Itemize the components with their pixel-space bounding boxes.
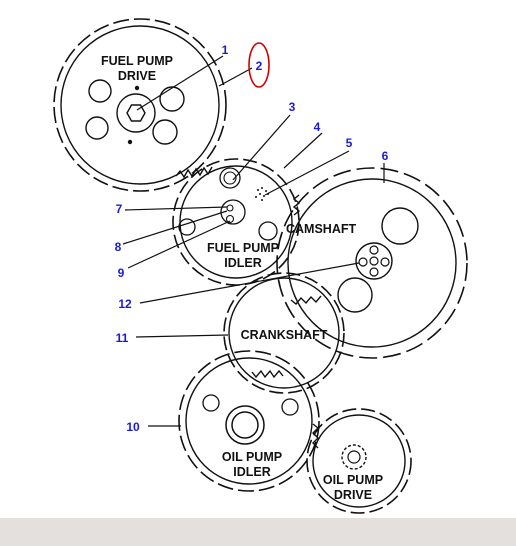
crankshaft-label: CRANKSHAFT [241,328,328,342]
fuel-pump-idler-label-line1: FUEL PUMP [207,241,279,255]
callout-11: 11 [116,331,129,345]
callout-12: 12 [118,297,132,311]
oil-pump-idler-gear: OIL PUMP IDLER [178,350,320,492]
gear-train-diagram: FUEL PUMP DRIVE FUEL PUMP IDLER CAMSHAFT [53,18,468,514]
oil-pump-drive-gear: OIL PUMP DRIVE [306,408,412,514]
callout-2-highlight [248,42,270,88]
bottom-status-bar [0,518,516,546]
callout-9: 9 [118,266,125,280]
callout-1: 1 [222,43,229,57]
callout-10: 10 [126,420,140,434]
oil-pump-drive-label-line2: DRIVE [334,488,372,502]
oil-pump-idler-label-line2: IDLER [233,465,271,479]
camshaft-gear: CAMSHAFT [276,167,468,359]
crankshaft-gear: CRANKSHAFT [223,272,345,394]
callout-3: 3 [289,100,296,114]
fuel-pump-idler-label-line2: IDLER [224,256,262,270]
camshaft-label: CAMSHAFT [286,222,356,236]
callout-7: 7 [116,202,123,216]
callout-numbers: 1 2 3 4 5 6 7 8 9 10 11 12 [115,43,389,434]
callout-4: 4 [314,120,321,134]
callout-6: 6 [382,149,389,163]
fuel-pump-idler-gear: FUEL PUMP IDLER [172,158,300,286]
gear-mesh-teeth [175,166,322,449]
callout-8: 8 [115,240,122,254]
fuel-pump-drive-label-line2: DRIVE [118,69,156,83]
callout-leader-lines [122,55,385,427]
callout-2: 2 [256,59,263,73]
fuel-pump-drive-label-line1: FUEL PUMP [101,54,173,68]
oil-pump-idler-label-line1: OIL PUMP [222,450,282,464]
callout-5: 5 [346,136,353,150]
fuel-pump-drive-gear: FUEL PUMP DRIVE [53,18,227,192]
oil-pump-drive-label-line1: OIL PUMP [323,473,383,487]
